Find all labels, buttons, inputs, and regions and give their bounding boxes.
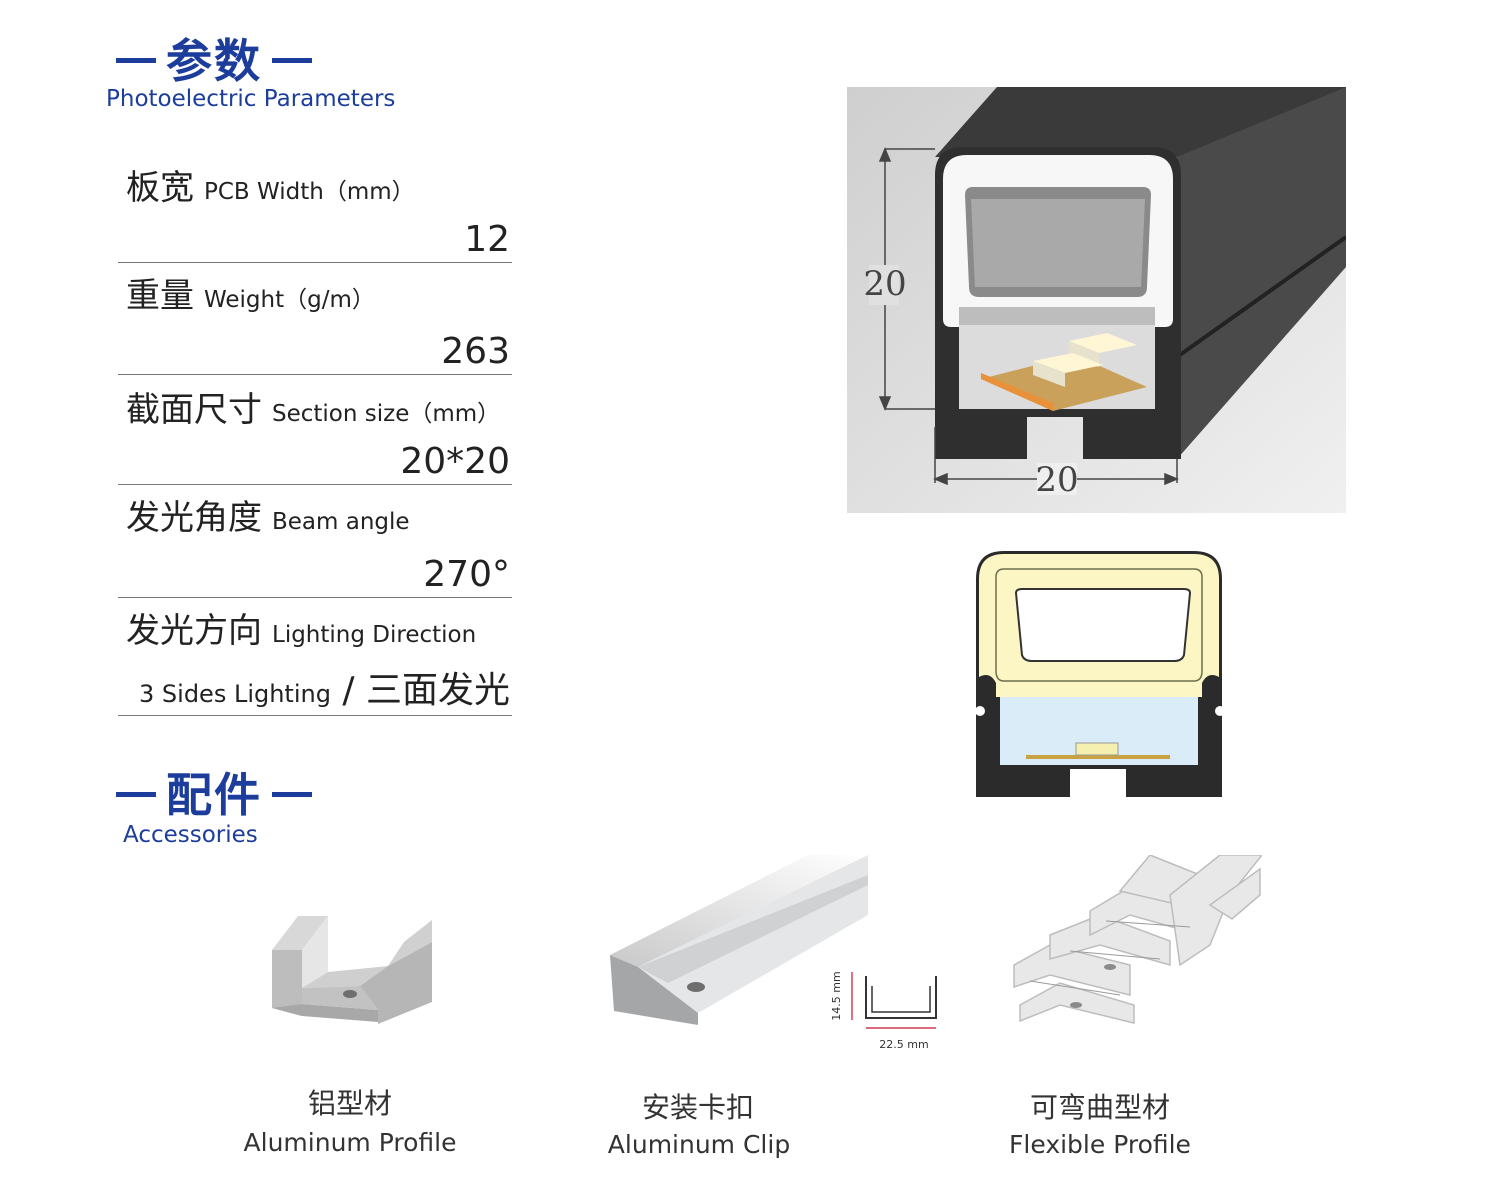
accessory-aluminum-profile-en: Aluminum Profile xyxy=(243,1128,457,1157)
accessory-aluminum-profile-zh: 铝型材 xyxy=(307,1087,392,1120)
accessory-flexible-profile-en: Flexible Profile xyxy=(1009,1130,1191,1159)
aluminum-clip-image xyxy=(610,855,868,1025)
title-dash-right xyxy=(272,58,312,63)
params-section-title: 参数 xyxy=(106,38,322,84)
accessory-flexible-profile-zh: 可弯曲型材 xyxy=(1029,1091,1170,1124)
cross-section-drawing xyxy=(976,551,1224,797)
clip-width-label: 22.5 mm xyxy=(879,1038,928,1051)
param-value: 3 Sides Lighting / 三面发光 xyxy=(139,670,510,711)
param-value: 20*20 xyxy=(400,441,510,482)
param-value: 263 xyxy=(441,331,510,372)
accessories-title-text: 配件 xyxy=(166,768,262,822)
params-subtitle: Photoelectric Parameters xyxy=(106,86,396,112)
accessory-aluminum-clip-zh: 安装卡扣 xyxy=(641,1091,754,1124)
flexible-profile-image xyxy=(1013,855,1262,1024)
height-dimension-label: 20 xyxy=(863,264,906,304)
clip-dimension-drawing: 14.5 mm 22.5 mm xyxy=(826,962,952,1054)
accessory-aluminum-clip-en: Aluminum Clip xyxy=(607,1130,791,1159)
aluminum-profile-image xyxy=(272,916,432,1024)
clip-height-label: 14.5 mm xyxy=(830,971,843,1020)
profile-side-face xyxy=(1177,87,1346,459)
title-dash-left xyxy=(116,792,156,797)
param-value: 12 xyxy=(464,219,510,260)
accessories-section-title: 配件 xyxy=(106,772,322,818)
param-value: 270° xyxy=(423,554,510,595)
title-dash-right xyxy=(272,792,312,797)
product-3d-drawing: 20 20 xyxy=(847,87,1346,513)
accessories-subtitle: Accessories xyxy=(123,822,258,848)
params-title-text: 参数 xyxy=(166,34,262,88)
width-dimension-label: 20 xyxy=(1035,460,1078,500)
title-dash-left xyxy=(116,58,156,63)
